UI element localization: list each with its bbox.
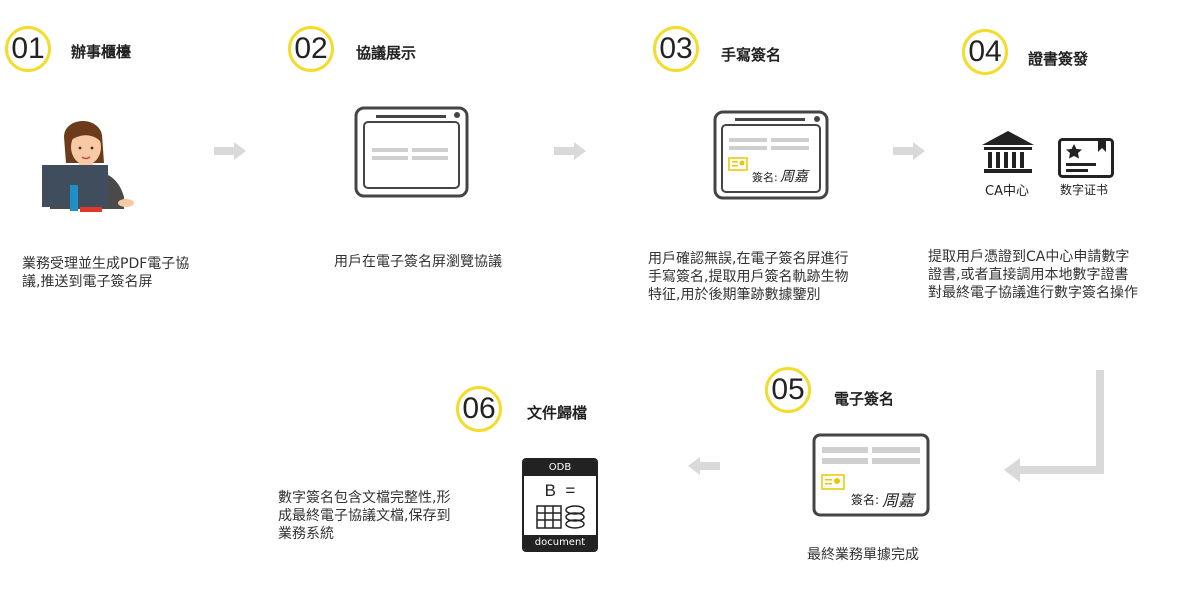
database-letters: B = [544,481,576,500]
arrow-right-icon [214,142,246,160]
arrow-right-icon [893,142,925,160]
step-01-description: 業務受理並生成PDF電子協 議,推送到電子簽名屏 [22,256,190,290]
signed-document-icon [812,433,930,517]
digital-certificate-icon [1058,138,1114,178]
database-header-label: ODB [524,460,596,476]
step-01-title: 辦事櫃檯 [71,43,132,61]
step-05-title: 電子簽名 [834,390,895,408]
signature-label: 簽名: [752,171,778,184]
step-02-title: 協議展示 [356,44,417,62]
signature-label: 簽名: [851,493,880,507]
database-footer-label: document [524,535,596,550]
signature-tablet-icon [354,106,469,198]
service-desk-woman-icon [42,120,134,212]
step-05-number: 05 [765,367,811,413]
ca-center-building-icon [982,131,1034,173]
step-04-description: 提取用戶憑證到CA中心申請數字 證書,或者直接調用本地數字證書 對最終電子協議進… [928,249,1138,301]
handwritten-signature-tablet-icon [713,110,829,200]
step-05-description: 最終業務單據完成 [807,547,919,563]
table-grid-icon [536,505,585,529]
step-06-title: 文件歸檔 [527,404,588,422]
step-02-description: 用戶在電子簽名屏瀏覽協議 [334,254,502,270]
arrow-left-icon [688,457,720,475]
step-02-number: 02 [288,26,334,72]
step-03-number: 03 [653,26,699,72]
step-06-description: 數字簽名包含文檔完整性,形 成最終電子協議文檔,保存到 業務系統 [278,490,451,542]
ca-center-label: CA中心 [985,184,1029,199]
signature-name: 周嘉 [780,169,808,185]
step-03-description: 用戶確認無誤,在電子簽名屏進行 手寫簽名,提取用戶簽名軌跡生物 特征,用於後期筆… [648,251,849,303]
connector-down-left-arrow [1004,370,1104,482]
digital-certificate-label: 数字证书 [1060,183,1109,197]
signature-name: 周嘉 [882,491,915,510]
step-06-number: 06 [456,386,502,432]
step-01-number: 01 [5,26,51,72]
step-03-title: 手寫簽名 [721,46,782,64]
database-document-icon: ODB B = document [522,458,598,552]
step-04-number: 04 [962,29,1008,75]
arrow-right-icon [554,142,586,160]
step-04-title: 證書簽發 [1028,50,1089,68]
